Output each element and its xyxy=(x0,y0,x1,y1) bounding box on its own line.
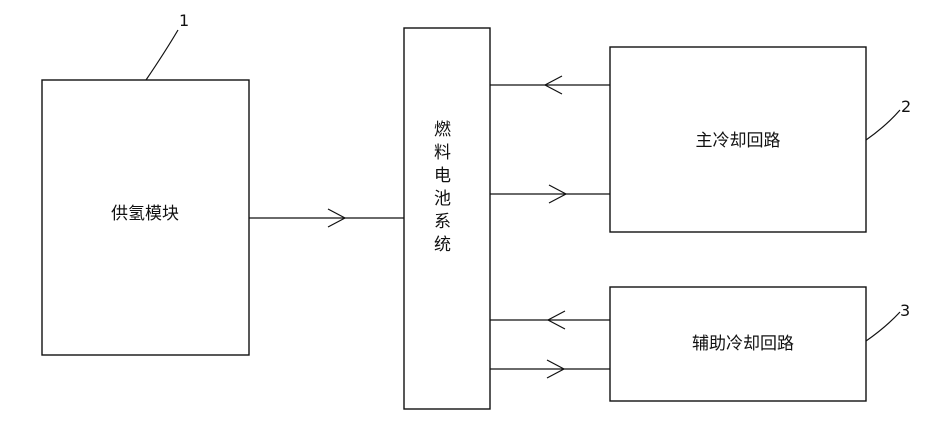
aux-loop-supply-connector xyxy=(490,360,610,378)
ref-1-callout: 1 xyxy=(146,11,189,80)
ref-2-number: 2 xyxy=(901,97,911,116)
aux-cooling-loop-block: 辅助冷却回路 xyxy=(610,287,866,401)
main-loop-supply-connector xyxy=(490,185,610,203)
ref-3-number: 3 xyxy=(900,301,910,320)
ref-1-number: 1 xyxy=(179,11,189,30)
fuel-cell-system-label: 燃料电池系统 xyxy=(430,120,451,258)
main-cooling-loop-block: 主冷却回路 xyxy=(610,47,866,232)
main-loop-return-connector xyxy=(490,76,610,94)
hydrogen-module-block: 供氢模块 xyxy=(42,80,249,355)
ref-3-leader xyxy=(866,312,900,341)
ref-2-leader xyxy=(866,110,900,140)
hydrogen-module-label: 供氢模块 xyxy=(111,204,179,224)
ref-2-callout: 2 xyxy=(866,97,911,140)
aux-cooling-loop-label: 辅助冷却回路 xyxy=(692,334,794,354)
ref-3-callout: 3 xyxy=(866,301,910,341)
fuel-cell-system-block: 燃料电池系统 xyxy=(404,28,490,409)
ref-1-leader xyxy=(146,30,178,80)
main-cooling-loop-label: 主冷却回路 xyxy=(696,131,781,151)
hydrogen-to-fuelcell-connector xyxy=(249,209,404,227)
aux-loop-return-connector xyxy=(490,311,610,329)
